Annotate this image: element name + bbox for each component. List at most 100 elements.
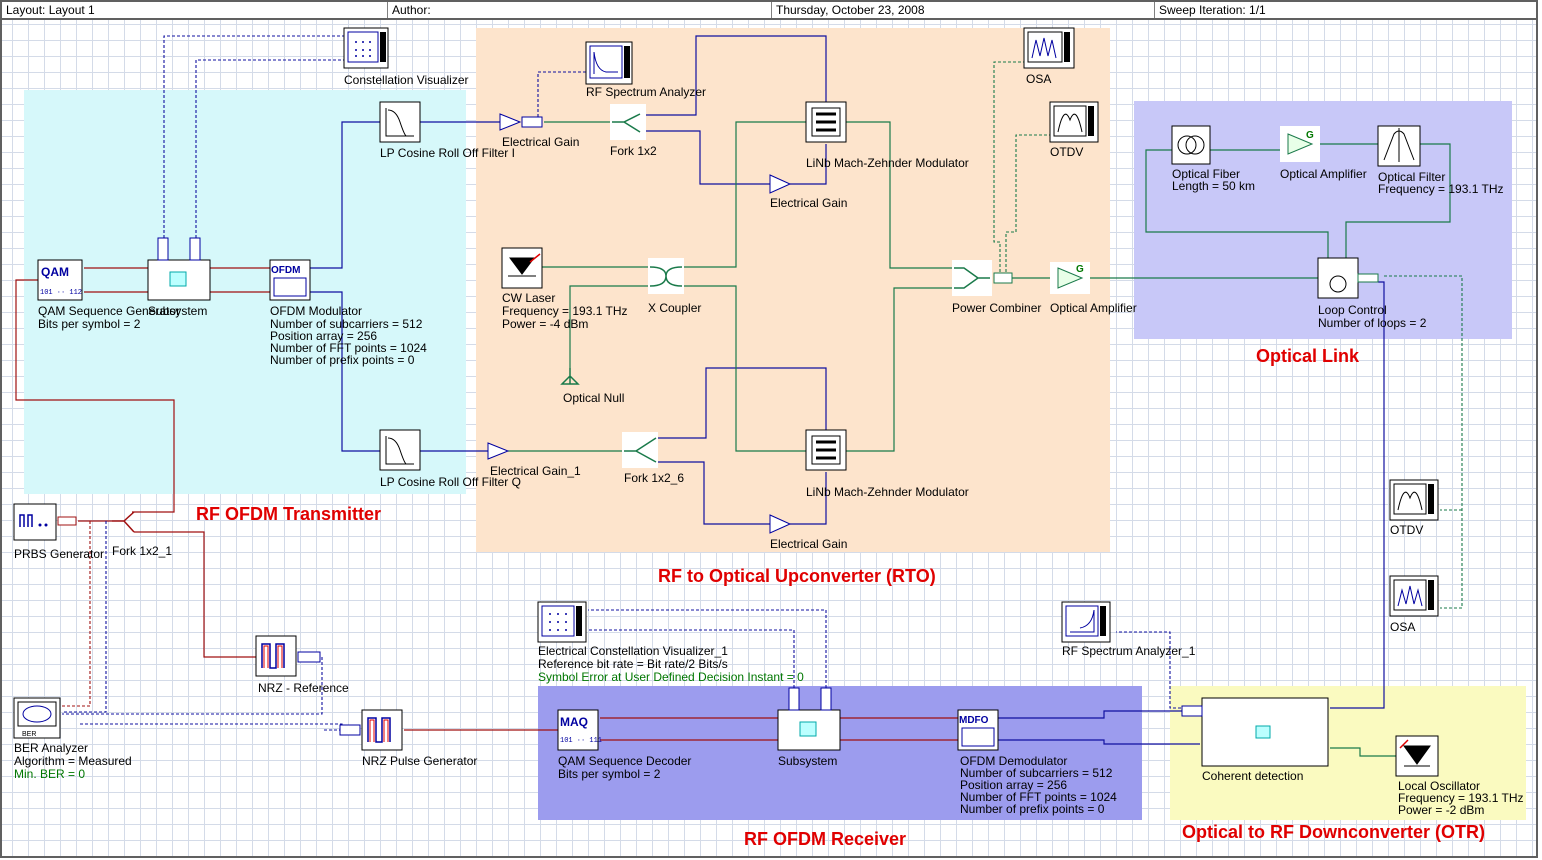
local-oscillator-param-1: Frequency = 193.1 THz [1398,791,1524,805]
loop-control-label: Loop Control [1318,303,1387,317]
otdv-top[interactable]: OTDV [1049,101,1099,159]
fiber-spool-icon [1185,135,1205,155]
qam-icon: QAM [41,265,69,279]
ber-analyzer-param-2: Min. BER = 0 [14,767,85,781]
ofdm-icon: OFDM [271,265,300,276]
otdv-right-label: OTDV [1390,523,1423,537]
rf-spectrum-analyzer-1-label: RF Spectrum Analyzer_1 [1062,644,1196,658]
rf-spectrum-analyzer[interactable]: RF Spectrum Analyzer [585,41,706,99]
osa-top-label: OSA [1026,72,1051,86]
elec-const-vis-param-2: Symbol Error at User Defined Decision In… [538,670,804,684]
x-coupler-label: X Coupler [648,301,701,315]
optical-amplifier-rto[interactable]: G Optical Amplifier [1050,262,1137,315]
optical-amplifier-link[interactable]: G Optical Amplifier [1280,126,1367,181]
qam-sequence-decoder[interactable]: MAQ 101 ·· 111 QAM Sequence Decoder Bits… [557,709,691,781]
layout-info-bar: Layout: Layout 1 Author: Thursday, Octob… [0,0,1538,20]
coherent-detection-label: Coherent detection [1202,769,1303,783]
optical-fiber[interactable]: Optical Fiber Length = 50 km [1171,125,1255,193]
osa-top[interactable]: OSA [1023,27,1075,86]
rto-region [476,28,1110,552]
coherent-detection[interactable]: Coherent detection [1181,697,1329,783]
eye-diagram-icon [22,705,52,723]
x-coupler[interactable]: X Coupler [648,258,701,315]
spectrum-icon [1070,609,1095,633]
mzm-top[interactable]: LiNb Mach-Zehnder Modulator [805,101,969,170]
mzm-top-label: LiNb Mach-Zehnder Modulator [806,156,969,170]
ber-analyzer-label: BER Analyzer [14,741,88,755]
lp-filter-q[interactable]: LP Cosine Roll Off Filter Q [379,429,521,489]
svg-text:G: G [1076,264,1084,275]
ofdm-demod-icon: MDFO [959,715,989,726]
electrical-gain-1-label: Electrical Gain_1 [490,464,581,478]
osa-icon [1031,37,1057,59]
electrical-gain-bottom-label: Electrical Gain [770,537,847,551]
electrical-constellation-visualizer[interactable]: Electrical Constellation Visualizer_1 Re… [537,601,804,684]
electrical-gain-top[interactable]: Electrical Gain [499,113,579,149]
cw-laser-param-2: Power = -4 dBm [502,317,588,331]
cw-laser[interactable]: CW Laser Frequency = 193.1 THz Power = -… [501,247,628,331]
laser-diode-icon [1403,745,1431,767]
rto-title: RF to Optical Upconverter (RTO) [658,566,936,586]
prbs-generator-label: PRBS Generator [14,547,104,561]
otdv-icon [1397,491,1423,511]
fork-1x2-6[interactable]: Fork 1x2_6 [622,432,684,485]
ofdm-modulator[interactable]: OFDM OFDM Modulator Number of subcarrier… [269,259,427,367]
electrical-gain-top-label: Electrical Gain [502,135,579,149]
ofdm-demodulator[interactable]: MDFO OFDM Demodulator Number of subcarri… [957,709,1117,816]
nrz-pulse-generator[interactable]: NRZ Pulse Generator [339,709,477,768]
prbs-generator[interactable]: PRBS Generator [13,503,104,561]
optical-filter-label: Optical Filter [1378,170,1445,184]
qam-sequence-generator[interactable]: QAM 101 ·· 112 QAM Sequence Generator Bi… [37,259,180,331]
otdv-top-label: OTDV [1050,145,1083,159]
subsystem-tx[interactable]: Subsystem [147,237,211,318]
optical-filter[interactable]: Optical Filter Frequency = 193.1 THz [1377,125,1504,196]
author-cell: Author: [388,2,772,18]
electrical-gain-mid-label: Electrical Gain [770,196,847,210]
loop-control-param: Number of loops = 2 [1318,316,1427,330]
date-cell: Thursday, October 23, 2008 [772,2,1155,18]
electrical-gain-1[interactable]: Electrical Gain_1 [487,442,581,478]
nrz-pulse-generator-label: NRZ Pulse Generator [362,754,477,768]
mzm-bottom[interactable]: LiNb Mach-Zehnder Modulator [805,429,969,499]
optical-link-title: Optical Link [1256,346,1360,366]
transmitter-title: RF OFDM Transmitter [196,504,381,524]
subsystem-icon [799,721,817,737]
otdv-right[interactable]: OTDV [1389,479,1439,537]
fork-1x2-1[interactable]: Fork 1x2_1 [112,511,172,558]
subsystem-icon [1255,725,1271,739]
electrical-gain-mid[interactable]: Electrical Gain [769,174,847,210]
otr-title: Optical to RF Downconverter (OTR) [1182,822,1485,842]
optical-null[interactable]: Optical Null [560,368,624,405]
fork-1x2[interactable]: Fork 1x2 [610,104,657,158]
receiver-region [538,686,1142,820]
local-oscillator-label: Local Oscillator [1398,779,1480,793]
osa-icon [1397,585,1423,607]
fork-1x2-label: Fork 1x2 [610,144,657,158]
nrz-reference[interactable]: NRZ - Reference [255,635,349,695]
ofdm-mod-param-4: Number of prefix points = 0 [270,353,415,367]
ber-analyzer-param-1: Algorithm = Measured [14,754,132,768]
nrz-pulse-icon [263,645,283,668]
constellation-visualizer-label: Constellation Visualizer [344,73,469,87]
rf-spectrum-analyzer-1[interactable]: RF Spectrum Analyzer_1 [1061,601,1196,658]
cw-laser-label: CW Laser [502,291,555,305]
loop-control[interactable]: Loop Control Number of loops = 2 [1317,257,1427,330]
svg-text:BER: BER [22,731,36,738]
constellation-icon [355,41,371,57]
lp-filter-i[interactable]: LP Cosine Roll Off Filter I [379,101,515,160]
osa-right[interactable]: OSA [1389,575,1439,634]
qam-decoder-label: QAM Sequence Decoder [558,754,691,768]
power-combiner[interactable]: Power Combiner [952,260,1041,315]
nrz-reference-label: NRZ - Reference [258,681,349,695]
subsystem-rx-label: Subsystem [778,754,837,768]
constellation-visualizer[interactable]: Constellation Visualizer [343,27,469,87]
receiver-title: RF OFDM Receiver [744,829,906,849]
ofdm-mod-label: OFDM Modulator [270,304,362,318]
subsystem-rx[interactable]: Subsystem [777,687,841,768]
electrical-gain-bottom[interactable]: Electrical Gain [769,514,847,551]
spectrum-icon [593,51,618,74]
ofdm-demod-param-3: Number of FFT points = 1024 [960,790,1117,804]
ber-analyzer[interactable]: BER BER Analyzer Algorithm = Measured Mi… [13,697,132,781]
local-oscillator[interactable]: Local Oscillator Frequency = 193.1 THz P… [1395,735,1524,817]
